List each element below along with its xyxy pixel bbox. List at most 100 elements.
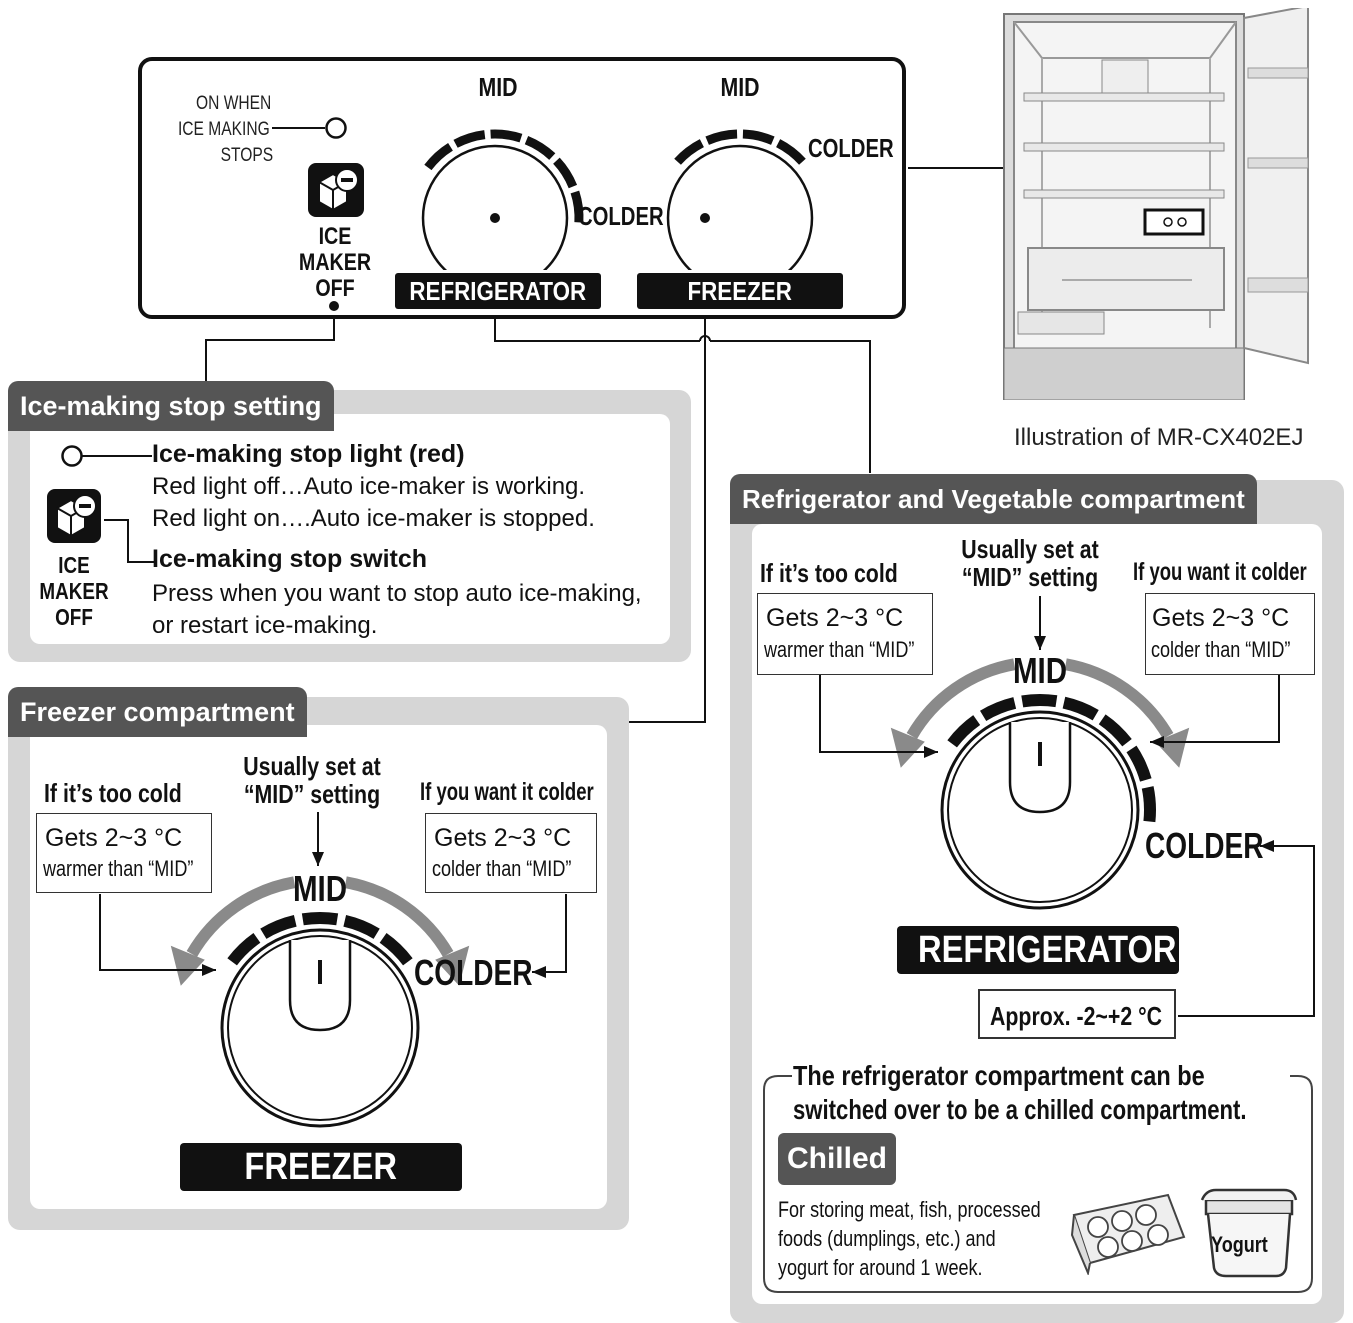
fridge-colder-box: Gets 2~3 °C colder than “MID”	[1145, 593, 1315, 675]
chilled-description: For storing meat, fish, processed foods …	[778, 1195, 1041, 1282]
freezer-colder-arrow-line	[532, 894, 567, 973]
ice-maker-off-button-icon[interactable]	[307, 162, 365, 218]
freezer-dial-pointer-dot	[700, 213, 710, 223]
ice-button-connector-dot	[329, 301, 339, 311]
freezer-large-dial-scale-segment	[260, 914, 297, 939]
fridge-warmer-arrow-line	[819, 675, 938, 753]
fridge-section-title: Refrigerator and Vegetable compartment	[730, 474, 1257, 524]
freezer-large-dial-scale-segment	[379, 932, 413, 966]
fridge-large-dial-scale-segment	[1098, 714, 1132, 747]
approx-to-colder-arrow-line	[1178, 845, 1315, 1017]
freezer-badge-text: FREEZER	[687, 276, 793, 306]
fridge-large-colder-label: COLDER	[1145, 825, 1264, 866]
approx-temperature-box: Approx. -2~+2 °C	[978, 989, 1176, 1039]
freezer-dial-knob	[666, 144, 814, 270]
refrigerator-dial-scale-segment	[524, 135, 556, 160]
fridge-warmer-box-line-1: Gets 2~3 °C	[766, 604, 904, 632]
freezer-want-colder-label: If you want it colder	[420, 778, 594, 806]
indicator-label: ON WHEN ICE MAKING STOPS	[178, 91, 286, 169]
freezer-badge: FREEZER	[637, 273, 843, 309]
ice-section	[8, 390, 691, 662]
ice-maker-label-maker: MAKER	[298, 249, 372, 276]
freezer-colder-box-line-2: colder than “MID”	[432, 856, 572, 881]
ice-maker-off-icon	[47, 489, 101, 543]
refrigerator-dial-scale-segment	[424, 142, 453, 171]
freezer-large-dial[interactable]	[0, 760, 629, 1160]
fridge-large-dial-colder-arrow-head	[1155, 727, 1190, 768]
chilled-desc-line-2: foods (dumplings, etc.) and	[778, 1226, 996, 1251]
freezer-large-mid-label: MID	[292, 868, 348, 909]
ice-section-title: Ice-making stop setting	[8, 381, 334, 431]
freezer-large-dial-warmer-arrow	[186, 876, 296, 958]
ice-caption-off: OFF	[55, 604, 93, 630]
freezer-large-dial-scale-segment	[227, 932, 261, 966]
fridge-large-dial-scale-segment	[947, 715, 981, 748]
yogurt-label: Yogurt	[1211, 1232, 1268, 1257]
fridge-too-cold-label: If it’s too cold	[760, 558, 898, 588]
freezer-dial-scale-segment	[775, 139, 806, 165]
fridge-large-dial-warmer-arrow-head	[890, 727, 925, 768]
refrigerator-badge-text: REFRIGERATOR	[409, 276, 587, 306]
refrigerator-dial-mid-label: MID	[478, 72, 518, 102]
freezer-dial-scale-segment	[705, 129, 738, 145]
freezer-dial-scale-segment	[742, 129, 775, 145]
chilled-note-line-1: The refrigerator compartment can be	[793, 1060, 1205, 1091]
indicator-label-line-2: ICE MAKING	[177, 119, 270, 140]
freezer-warmer-box: Gets 2~3 °C warmer than “MID”	[36, 813, 212, 893]
ice-stop-indicator-light-icon	[272, 117, 347, 139]
freezer-too-cold-label: If it’s too cold	[44, 778, 182, 808]
fridge-usually-line-1: Usually set at	[961, 534, 1099, 564]
ice-caption-maker: MAKER	[39, 578, 109, 604]
ice-maker-off-caption: ICE MAKER OFF	[38, 552, 110, 630]
freezer-large-dial-knob-handle	[288, 940, 352, 1032]
fridge-warmer-box: Gets 2~3 °C warmer than “MID”	[757, 593, 933, 675]
freezer-section-title: Freezer compartment	[8, 687, 307, 737]
refrigerator-illustration	[1003, 8, 1309, 400]
freezer-warmer-box-line-2: warmer than “MID”	[43, 856, 194, 881]
fridge-large-mid-label: MID	[1012, 650, 1068, 691]
fridge-warmer-arrow-line-head	[924, 746, 938, 758]
ice-light-off-text: Red light off…Auto ice-maker is working.	[152, 473, 586, 500]
chilled-desc-line-1: For storing meat, fish, processed	[778, 1197, 1041, 1222]
ice-caption-ice: ICE	[58, 552, 90, 578]
fridge-mid-arrow-line-head	[1034, 636, 1046, 650]
freezer-mid-arrow-line-head	[312, 852, 324, 866]
fridge-large-dial-warmer-arrow	[906, 658, 1016, 740]
fridge-large-dial-inner-ring	[947, 717, 1133, 903]
refrigerator-dial-knob	[421, 144, 569, 270]
freezer-large-dial-colder-arrow-head	[435, 945, 470, 986]
fridge-large-badge-text: REFRIGERATOR	[918, 929, 1177, 971]
freezer-colder-arrow-line-head	[532, 966, 546, 978]
refrigerator-dial[interactable]	[412, 100, 592, 270]
fridge-large-dial-scale-segment	[1062, 696, 1099, 721]
fridge-usually-label: Usually set at “MID” setting	[956, 535, 1104, 591]
freezer-usually-label: Usually set at “MID” setting	[238, 752, 386, 808]
fridge-large-dial-scale-segment	[980, 697, 1017, 722]
fridge-warmer-box-line-2: warmer than “MID”	[764, 637, 915, 662]
fridge-colder-box-line-1: Gets 2~3 °C	[1152, 604, 1290, 632]
freezer-large-badge-text: FREEZER	[244, 1146, 398, 1188]
freezer-usually-line-2: “MID” setting	[243, 779, 381, 809]
freezer-dial[interactable]	[655, 100, 815, 270]
freezer-dial-scale-segment	[674, 139, 705, 165]
freezer-warmer-arrow-line-head	[202, 964, 216, 976]
freezer-usually-line-1: Usually set at	[243, 751, 381, 781]
fridge-want-colder-label: If you want it colder	[1133, 558, 1307, 586]
fridge-large-dial[interactable]	[730, 540, 1344, 1030]
ice-maker-label-ice: ICE	[318, 223, 352, 250]
fridge-usually-line-2: “MID” setting	[961, 562, 1099, 592]
freezer-large-dial-scale-segment	[343, 914, 380, 939]
fridge-large-dial-scale-segment	[1141, 786, 1156, 823]
freezer-large-dial-warmer-arrow-head	[170, 945, 205, 986]
fridge-large-dial-colder-arrow	[1064, 658, 1174, 740]
chilled-badge: Chilled	[778, 1133, 896, 1185]
freezer-colder-box-line-1: Gets 2~3 °C	[434, 824, 572, 852]
freezer-large-colder-label: COLDER	[414, 952, 533, 993]
ice-section-body	[30, 414, 670, 644]
indicator-label-line-3: STOPS	[220, 145, 274, 166]
freezer-warmer-box-line-1: Gets 2~3 °C	[45, 824, 183, 852]
freezer-large-dial-scale-segment	[301, 912, 339, 926]
fridge-colder-arrow-line-head	[1150, 736, 1164, 748]
refrigerator-dial-colder-label: COLDER	[578, 201, 664, 231]
ice-stop-light-title: Ice-making stop light (red)	[152, 440, 465, 468]
